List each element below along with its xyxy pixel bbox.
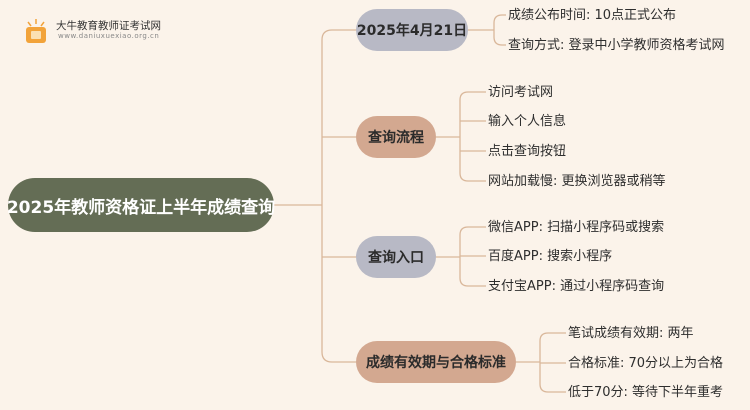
leaf-enter-info: 输入个人信息 — [488, 114, 567, 129]
leaf-pass-standard: 合格标准: 70分以上为合格 — [568, 356, 724, 371]
leaf-slow-site: 网站加载慢: 更换浏览器或稍等 — [488, 174, 666, 189]
leaf-alipay-app: 支付宝APP: 通过小程序码查询 — [488, 279, 665, 294]
connector-root-branch-3 — [321, 351, 356, 363]
leaf-score-validity: 笔试成绩有效期: 两年 — [568, 326, 694, 341]
branch-node-validity[interactable]: 成绩有效期与合格标准 — [356, 341, 516, 383]
connector-leaf-1-0 — [459, 91, 486, 101]
leaf-baidu-app: 百度APP: 搜索小程序 — [488, 249, 613, 264]
connector-root-branch-0 — [321, 29, 356, 41]
connector-leaf-2-2 — [459, 277, 486, 287]
connector-leaf-3-0 — [539, 332, 566, 342]
connector-leaf-2-0 — [459, 226, 486, 236]
connector-leaf-0-0 — [493, 14, 506, 24]
leaf-release-time: 成绩公布时间: 10点正式公布 — [508, 8, 677, 23]
book-logo-icon — [26, 19, 46, 43]
connector-leaf-1-3 — [459, 172, 486, 182]
site-url: www.daniuxuexiao.org.cn — [58, 32, 160, 40]
branch-node-entry[interactable]: 查询入口 — [356, 236, 436, 278]
site-name: 大牛教育教师证考试网 — [56, 20, 161, 32]
root-node[interactable]: 2025年教师资格证上半年成绩查询 — [7, 178, 275, 232]
connector-leaf-0-1 — [493, 36, 506, 46]
leaf-query-method: 查询方式: 登录中小学教师资格考试网 — [508, 38, 725, 53]
connector-leaf-3-2 — [539, 383, 566, 393]
leaf-click-query: 点击查询按钮 — [488, 144, 567, 159]
leaf-visit-site: 访问考试网 — [488, 85, 554, 100]
branch-node-date[interactable]: 2025年4月21日 — [356, 9, 468, 51]
leaf-below-70: 低于70分: 等待下半年重考 — [568, 385, 724, 400]
branch-node-process[interactable]: 查询流程 — [356, 116, 436, 158]
leaf-wechat-app: 微信APP: 扫描小程序码或搜索 — [488, 220, 665, 235]
